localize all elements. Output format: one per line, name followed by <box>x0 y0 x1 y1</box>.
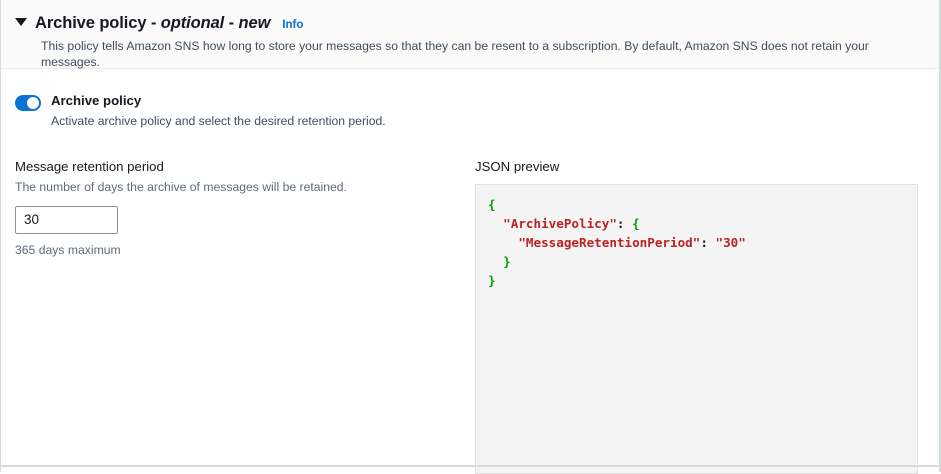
json-token-brace: { <box>632 216 640 232</box>
section-title-new: new <box>238 14 271 32</box>
json-token-string: "30" <box>715 235 746 251</box>
archive-policy-toggle-row[interactable]: Archive policy Activate archive policy a… <box>15 93 925 129</box>
json-token-brace: } <box>488 273 496 289</box>
section-header: Archive policy - optional - new Info Thi… <box>1 0 939 69</box>
json-preview-panel: { "ArchivePolicy": { "MessageRetentionPe… <box>475 184 918 474</box>
toggle-knob-icon <box>27 97 39 109</box>
section-header-title-row[interactable]: Archive policy - optional - new Info <box>15 14 919 33</box>
retention-period-field: Message retention period The number of d… <box>15 158 475 474</box>
json-token-punct: : <box>700 235 716 251</box>
json-preview-label: JSON preview <box>475 158 560 174</box>
section-description: This policy tells Amazon SNS how long to… <box>41 39 869 70</box>
form-columns: Message retention period The number of d… <box>15 158 925 474</box>
section-title-main: Archive policy <box>35 14 147 32</box>
info-link[interactable]: Info <box>282 19 304 31</box>
json-token-string: "ArchivePolicy" <box>503 216 617 232</box>
toggle-label: Archive policy <box>51 93 142 108</box>
retention-period-constraint: 365 days maximum <box>15 242 121 257</box>
archive-policy-toggle[interactable] <box>15 95 41 111</box>
json-token-brace: } <box>503 254 511 270</box>
section-title-optional: optional <box>160 14 225 32</box>
section-body: Archive policy Activate archive policy a… <box>1 69 939 474</box>
toggle-text-block: Archive policy Activate archive policy a… <box>51 93 386 129</box>
section-title-dash-2: - <box>228 14 235 32</box>
retention-period-input[interactable] <box>15 205 118 234</box>
section-bottom-divider <box>1 465 939 467</box>
json-preview-block: JSON preview { "ArchivePolicy": { "Messa… <box>475 158 925 474</box>
json-token-brace: { <box>488 197 496 213</box>
section-title-dash-1: - <box>150 14 157 32</box>
json-token-string: "MessageRetentionPeriod" <box>518 235 701 251</box>
page-title: Archive policy - optional - new <box>35 14 270 33</box>
retention-period-description: The number of days the archive of messag… <box>15 180 347 195</box>
triangle-down-icon[interactable] <box>15 18 27 26</box>
retention-period-label: Message retention period <box>15 158 164 174</box>
json-preview-code: { "ArchivePolicy": { "MessageRetentionPe… <box>488 195 905 290</box>
toggle-description: Activate archive policy and select the d… <box>51 113 386 128</box>
json-token-punct: : <box>616 216 633 232</box>
